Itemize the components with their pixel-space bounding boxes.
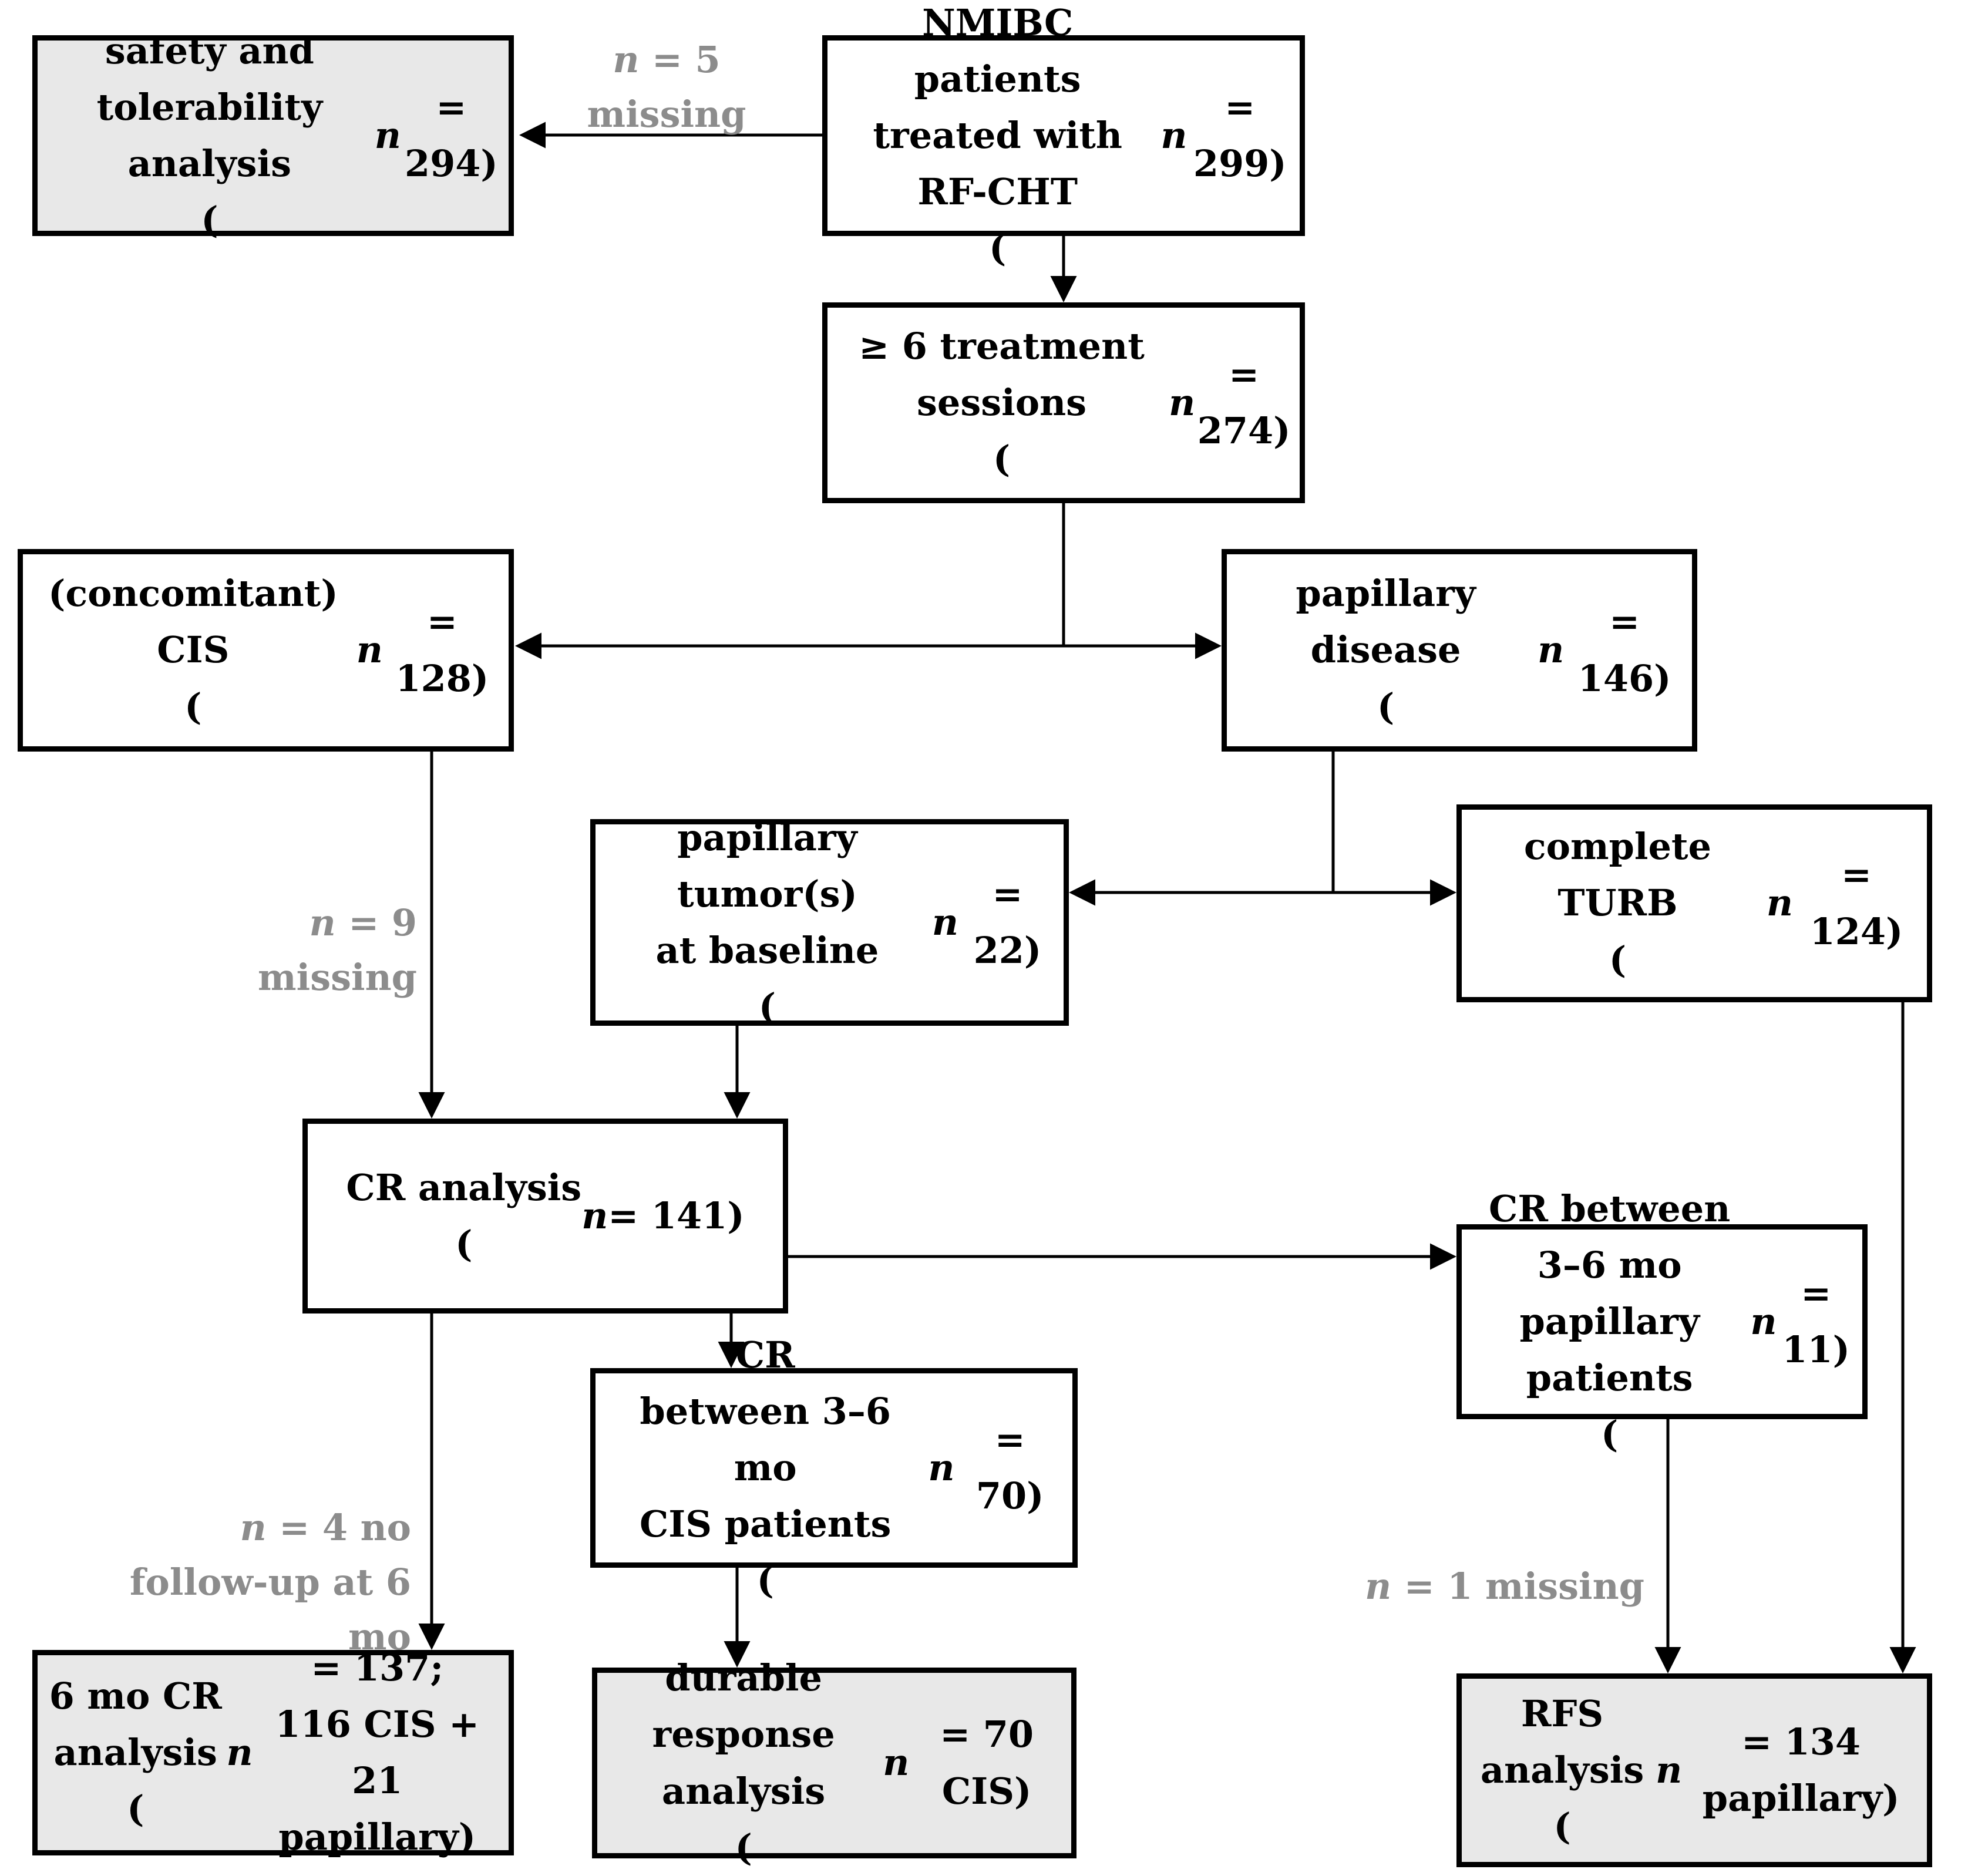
node-cr-analysis: CR analysis(n = 141) xyxy=(302,1119,788,1313)
node-concomitant-cis: (concomitant) CIS(n = 128) xyxy=(18,549,514,752)
node-complete-turb: complete TURB(n = 124) xyxy=(1456,804,1932,1002)
node-papillary-disease: papillary disease(n = 146) xyxy=(1222,549,1697,752)
node-six-mo-cr-analysis: 6 mo CR analysis(n = 137;116 CIS + 21 pa… xyxy=(32,1646,514,1858)
node-rfs-analysis: RFS analysis(n = 134 papillary) xyxy=(1456,1673,1932,1867)
node-treatment-sessions: ≥ 6 treatment sessions(n = 274) xyxy=(822,302,1305,503)
node-papillary-tumors-baseline: papillary tumor(s)at baseline(n = 22) xyxy=(590,816,1069,1028)
edge-label-n1-missing: n = 1 missing xyxy=(1365,1565,1644,1608)
